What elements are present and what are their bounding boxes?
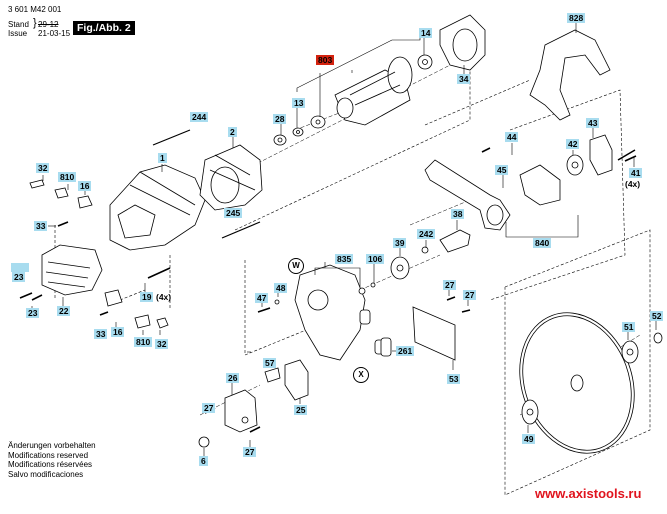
label-16-b[interactable]: 16 [111, 327, 125, 337]
label-13[interactable]: 13 [292, 98, 306, 108]
part-42-43 [566, 134, 636, 176]
footer-line-fr: Modifications réservées [8, 460, 93, 469]
label-47[interactable]: 47 [255, 293, 269, 303]
label-48[interactable]: 48 [274, 283, 288, 293]
assembly-guidelines [54, 30, 651, 496]
part-38-39-shaft-gear [390, 229, 471, 280]
brace: } [33, 17, 37, 29]
label-23-b[interactable]: 23 [26, 308, 40, 318]
part-2-stator [199, 144, 263, 211]
label-1[interactable]: 1 [158, 153, 167, 163]
label-22[interactable]: 22 [57, 306, 71, 316]
footer-line-de: Änderungen vorbehalten [8, 441, 96, 450]
part-245-rod [221, 221, 261, 239]
label-45[interactable]: 45 [495, 165, 509, 175]
figure-label: Fig./Abb. 2 [73, 21, 135, 35]
label-43[interactable]: 43 [586, 118, 600, 128]
label-51[interactable]: 51 [622, 322, 636, 332]
label-42[interactable]: 42 [566, 139, 580, 149]
label-32-b[interactable]: 32 [155, 339, 169, 349]
label-27-d[interactable]: 27 [243, 447, 257, 457]
label-27-b[interactable]: 27 [463, 290, 477, 300]
flanges [521, 332, 663, 425]
label-106[interactable]: 106 [366, 254, 385, 264]
part-828-guard [529, 29, 611, 121]
label-810-b[interactable]: 810 [134, 337, 153, 347]
label-44[interactable]: 44 [505, 132, 519, 142]
label-19[interactable]: 19 [140, 292, 154, 302]
label-6[interactable]: 6 [199, 456, 208, 466]
label-803[interactable]: 803 [316, 55, 335, 65]
watermark-url[interactable]: www.axistools.ru [535, 486, 642, 501]
label-38[interactable]: 38 [451, 209, 465, 219]
label-828[interactable]: 828 [567, 13, 586, 23]
part-244-rod [152, 129, 191, 146]
label-840[interactable]: 840 [533, 238, 552, 248]
label-27-a[interactable]: 27 [443, 280, 457, 290]
part-22-end-cap [41, 244, 103, 296]
marker-w: W [288, 258, 304, 274]
label-53[interactable]: 53 [447, 374, 461, 384]
marker-x: X [353, 367, 369, 383]
issue-label: Issue [8, 29, 28, 38]
quantity-19: (4x) [156, 292, 172, 302]
brush-holders [29, 179, 169, 329]
label-49[interactable]: 49 [522, 434, 536, 444]
part-1-motor-housing [109, 164, 206, 251]
footer-line-en: Modifications reserved [8, 450, 89, 460]
label-244[interactable]: 244 [190, 112, 209, 122]
label-835[interactable]: 835 [335, 254, 354, 264]
label-14[interactable]: 14 [419, 28, 433, 38]
part-34-fan-cover [439, 14, 486, 71]
label-39[interactable]: 39 [393, 238, 407, 248]
blank-label-highlight [11, 263, 29, 272]
saw-blade [519, 312, 635, 454]
quantity-41: (4x) [625, 179, 641, 189]
footer-line-es: Salvo modificaciones [8, 469, 84, 479]
part-261-sleeve [380, 337, 392, 357]
label-25[interactable]: 25 [294, 405, 308, 415]
label-26[interactable]: 26 [226, 373, 240, 383]
label-28[interactable]: 28 [273, 114, 287, 124]
stand-value: 29-12 [38, 20, 59, 29]
label-261[interactable]: 261 [396, 346, 415, 356]
part-803-armature [334, 56, 413, 126]
label-23-a[interactable]: 23 [12, 272, 26, 282]
label-34[interactable]: 34 [457, 74, 471, 84]
label-242[interactable]: 242 [417, 229, 436, 239]
label-2[interactable]: 2 [228, 127, 237, 137]
part-number: 3 601 M42 001 [8, 5, 62, 14]
part-840-arm [424, 159, 561, 231]
footer-notes: Änderungen vorbehalten Modifications res… [8, 441, 96, 479]
label-810-a[interactable]: 810 [58, 172, 77, 182]
label-33-a[interactable]: 33 [34, 221, 48, 231]
label-41[interactable]: 41 [629, 168, 643, 178]
part-835-gear-housing [294, 264, 386, 361]
switch-parts [198, 359, 309, 448]
label-32-a[interactable]: 32 [36, 163, 50, 173]
label-245[interactable]: 245 [224, 208, 243, 218]
part-53-deflector [412, 296, 471, 361]
bearings [273, 54, 433, 146]
label-33-b[interactable]: 33 [94, 329, 108, 339]
label-16-a[interactable]: 16 [78, 181, 92, 191]
label-27-c[interactable]: 27 [202, 403, 216, 413]
issue-value: 21-03-15 [38, 29, 71, 38]
label-57[interactable]: 57 [263, 358, 277, 368]
label-52[interactable]: 52 [650, 311, 664, 321]
stand-label: Stand [8, 20, 29, 29]
